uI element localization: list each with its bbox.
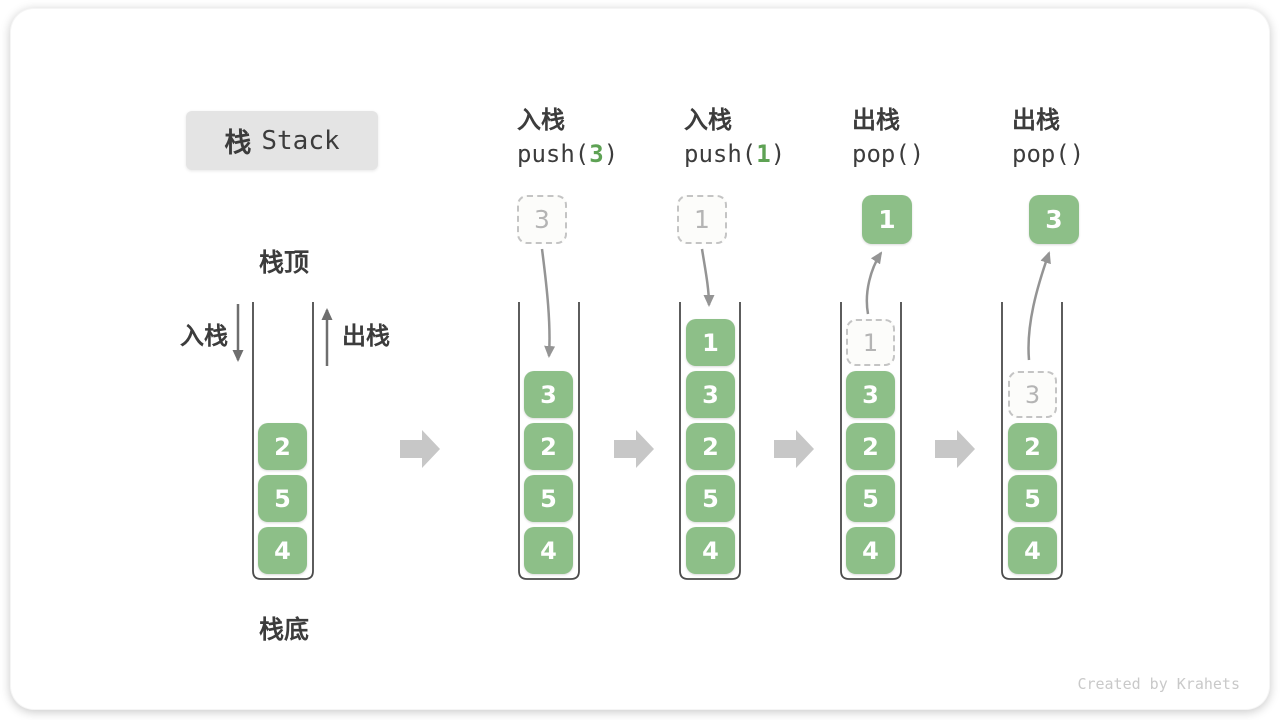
call-post: ) (603, 140, 619, 168)
step1-header: 入栈 push(3) (517, 103, 618, 170)
stack3-value: 3 (686, 371, 735, 418)
step3-call-label: pop() (852, 138, 924, 170)
stack4-ghost-value: 1 (846, 319, 895, 366)
step2-header: 入栈 push(1) (684, 103, 785, 170)
stack4-value: 2 (846, 423, 895, 470)
stack3-value: 2 (686, 423, 735, 470)
call-post: ) (909, 140, 925, 168)
step1-call-label: push(3) (517, 138, 618, 170)
stack4-value: 3 (846, 371, 895, 418)
stack4-value: 4 (846, 527, 895, 574)
stack3-value: 5 (686, 475, 735, 522)
pop3-result-box: 3 (1029, 195, 1079, 244)
stack-bottom-label: 栈底 (258, 616, 309, 644)
stack1-value: 2 (258, 423, 307, 470)
pop1-result-box: 1 (862, 195, 912, 244)
push1-pending-box: 1 (677, 195, 727, 244)
watermark-credit: Created by Krahets (1077, 675, 1240, 693)
stack3-value: 1 (686, 319, 735, 366)
step4-call-label: pop() (1012, 138, 1084, 170)
stack1-value: 4 (258, 527, 307, 574)
pop-side-label: 出栈 (342, 323, 390, 350)
step2-op-label: 入栈 (684, 107, 732, 134)
stack2-value: 2 (524, 423, 573, 470)
call-post: ) (1069, 140, 1085, 168)
call-pre: push( (517, 140, 590, 168)
stack2-value: 5 (524, 475, 573, 522)
stack3-value: 4 (686, 527, 735, 574)
step4-header: 出栈 pop() (1012, 103, 1084, 170)
call-post: ) (770, 140, 786, 168)
step1-op-label: 入栈 (517, 107, 565, 134)
stack-top-label: 栈顶 (258, 249, 309, 277)
stack5-value: 2 (1008, 423, 1057, 470)
step2-call-label: push(1) (684, 138, 785, 170)
title-zh: 栈 (224, 128, 252, 158)
stack2-value: 4 (524, 527, 573, 574)
push3-pending-box: 3 (517, 195, 567, 244)
stack4-value: 5 (846, 475, 895, 522)
step4-op-label: 出栈 (1012, 107, 1060, 134)
stack5-value: 4 (1008, 527, 1057, 574)
title-box: 栈 Stack (186, 111, 378, 170)
stack1-value: 5 (258, 475, 307, 522)
call-arg: 1 (756, 140, 771, 168)
step3-header: 出栈 pop() (852, 103, 924, 170)
stack2-value: 3 (524, 371, 573, 418)
call-arg: 3 (589, 140, 604, 168)
step3-op-label: 出栈 (852, 107, 900, 134)
call-pre: push( (684, 140, 757, 168)
title-en: Stack (261, 125, 340, 156)
push-side-label: 入栈 (180, 323, 228, 350)
call-pre: pop( (1012, 140, 1070, 168)
call-pre: pop( (852, 140, 910, 168)
stack5-value: 5 (1008, 475, 1057, 522)
stack5-ghost-value: 3 (1008, 371, 1057, 418)
